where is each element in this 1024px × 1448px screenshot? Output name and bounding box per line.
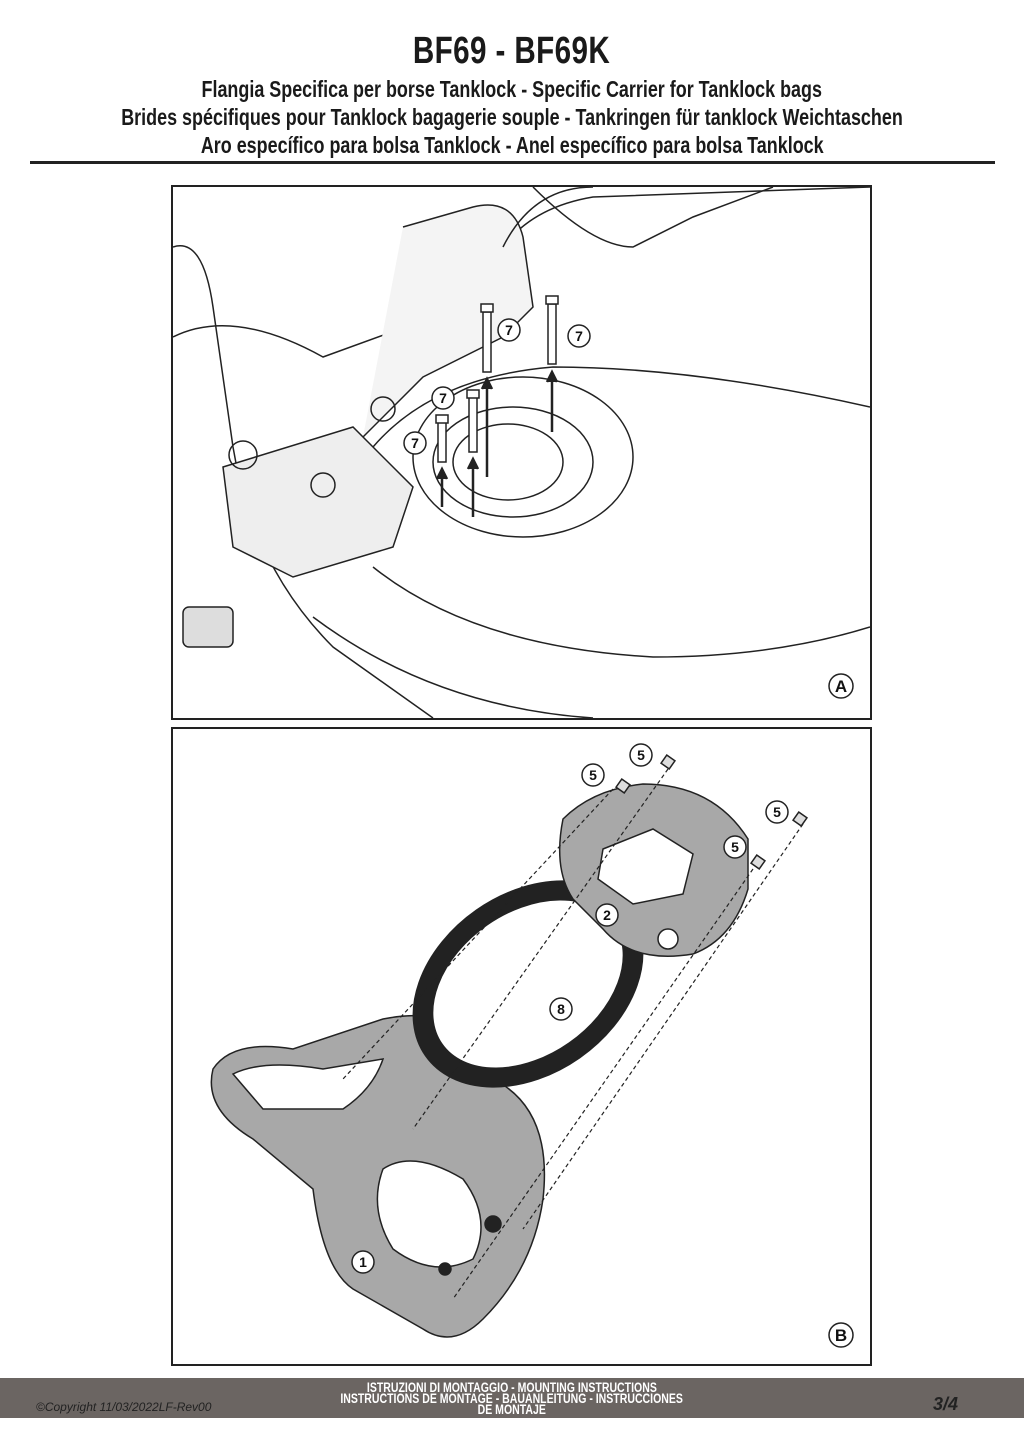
panel-label-a: A bbox=[835, 677, 847, 696]
footer-instructions: ISTRUZIONI DI MONTAGGIO - MOUNTING INSTR… bbox=[0, 1380, 1024, 1417]
callout-8: 8 bbox=[557, 1001, 565, 1017]
footer-line: DE MONTAJE bbox=[477, 1402, 547, 1417]
subtitle-it-en: Flangia Specifica per borse Tanklock - S… bbox=[0, 76, 1024, 103]
callout-7: 7 bbox=[439, 390, 447, 406]
header-divider bbox=[30, 161, 995, 164]
document-title: BF69 - BF69K bbox=[0, 30, 1024, 73]
callout-5: 5 bbox=[731, 839, 739, 855]
illustration-panel-b: 5 5 5 5 2 8 1 B bbox=[171, 727, 872, 1366]
callout-1: 1 bbox=[359, 1254, 367, 1270]
subtitle-text: Brides spécifiques pour Tanklock bagager… bbox=[121, 104, 903, 130]
illustration-panel-a: 7 7 7 7 A bbox=[171, 185, 872, 720]
callout-2: 2 bbox=[603, 907, 611, 923]
callout-5: 5 bbox=[637, 747, 645, 763]
callout-5: 5 bbox=[589, 767, 597, 783]
footer-line: ISTRUZIONI DI MONTAGGIO - MOUNTING INSTR… bbox=[367, 1380, 657, 1395]
callout-5: 5 bbox=[773, 804, 781, 820]
subtitle-text: Flangia Specifica per borse Tanklock - S… bbox=[201, 76, 823, 102]
footer-line: INSTRUCTIONS DE MONTAGE - BAUANLEITUNG -… bbox=[340, 1391, 684, 1406]
callout-7: 7 bbox=[575, 328, 583, 344]
callout-7: 7 bbox=[505, 322, 513, 338]
page-number: 3/4 bbox=[932, 1394, 958, 1414]
subtitle-es-pt: Aro específico para bolsa Tanklock - Ane… bbox=[0, 132, 1024, 159]
copyright: ©Copyright 11/03/2022LF-Rev00 bbox=[36, 1400, 212, 1414]
exploded-assembly-illustration: 5 5 5 5 2 8 1 B bbox=[210, 743, 854, 1348]
subtitle-fr-de: Brides spécifiques pour Tanklock bagager… bbox=[0, 104, 1024, 131]
callout-7: 7 bbox=[411, 435, 419, 451]
title-text: BF69 - BF69K bbox=[413, 30, 611, 72]
subtitle-text: Aro específico para bolsa Tanklock - Ane… bbox=[200, 132, 824, 158]
footer-bar: ISTRUZIONI DI MONTAGGIO - MOUNTING INSTR… bbox=[0, 1378, 1024, 1418]
tank-bolts-illustration: 7 7 7 7 A bbox=[173, 187, 870, 718]
panel-label-b: B bbox=[835, 1326, 847, 1345]
